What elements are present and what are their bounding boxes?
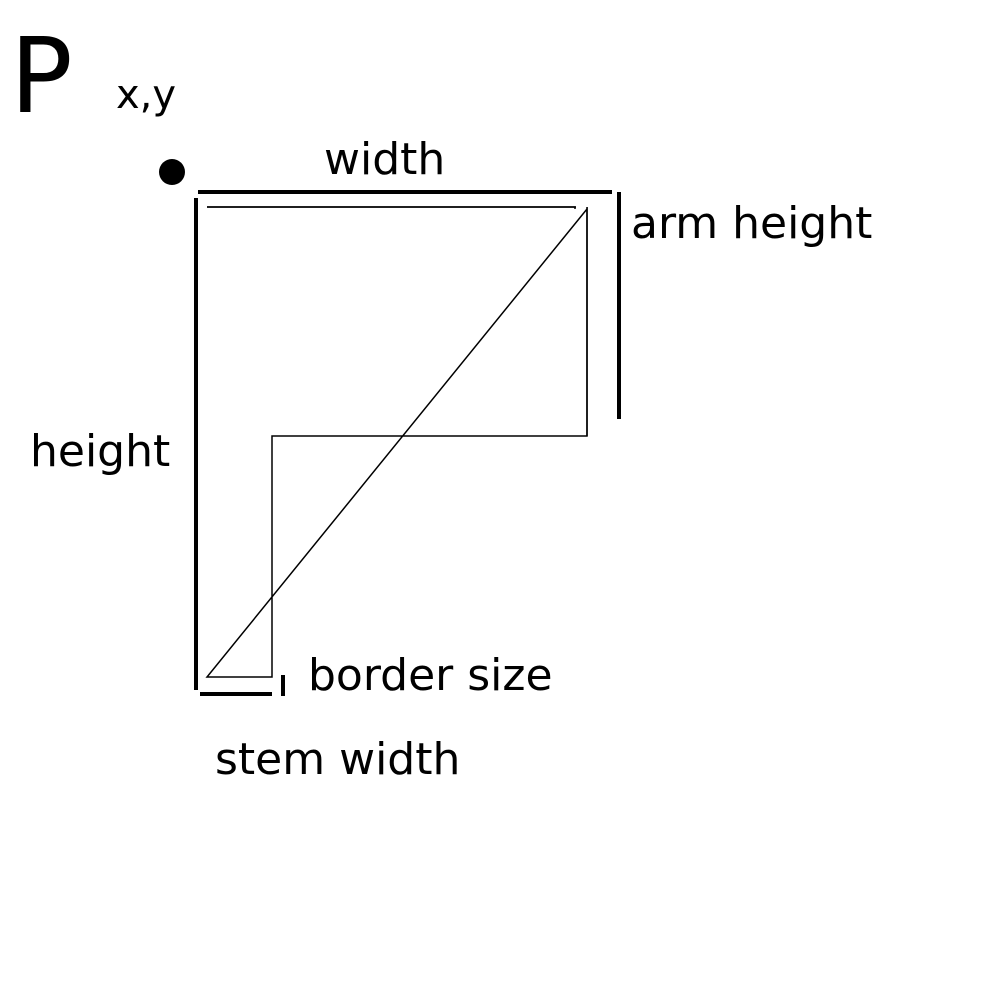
- height-label: height: [30, 426, 170, 477]
- diagram-title: P: [10, 15, 73, 137]
- p-shape-outline: [205, 206, 588, 678]
- origin-point: [159, 159, 185, 185]
- origin-label: x,y: [116, 72, 176, 118]
- arm-height-label: arm height: [631, 198, 872, 249]
- stem-width-label: stem width: [215, 734, 460, 785]
- border-size-label: border size: [308, 650, 553, 701]
- width-label: width: [324, 134, 445, 185]
